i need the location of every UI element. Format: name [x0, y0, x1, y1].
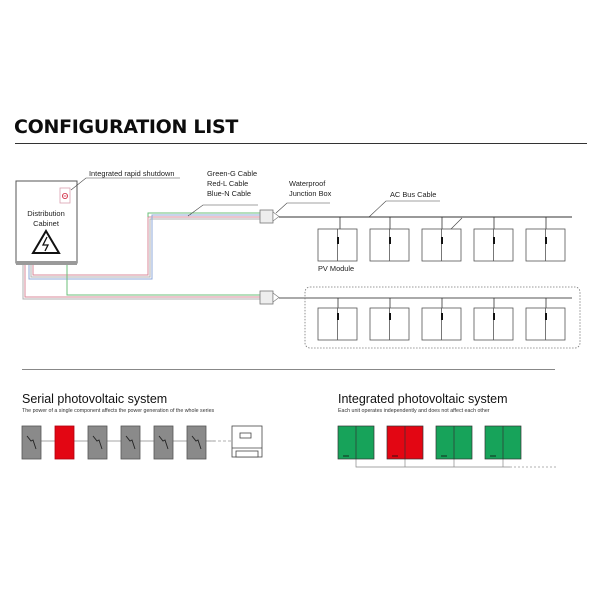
section-divider	[22, 369, 555, 370]
high-voltage-warning-icon	[31, 229, 61, 254]
rapid-shutdown-label: Integrated rapid shutdown	[89, 169, 175, 178]
pv-module-label: PV Module	[318, 264, 355, 273]
junction-box-lower	[259, 290, 280, 305]
rapid-shutdown-device	[59, 187, 71, 204]
pv-row-lower	[317, 298, 566, 341]
integrated-section-title: Integrated photovoltaic system	[338, 392, 508, 406]
serial-panel	[87, 425, 108, 460]
junction-box-upper	[259, 209, 280, 224]
serial-panel	[21, 425, 42, 460]
cable-green-label: Green-G Cable	[207, 169, 258, 178]
distribution-cabinet	[15, 180, 78, 265]
cabinet-label-line1: Distribution	[27, 209, 65, 218]
integrated-system-graphic	[337, 425, 556, 468]
pv-row-upper	[317, 217, 566, 262]
title-divider	[15, 143, 587, 144]
serial-system-graphic	[21, 425, 263, 460]
cable-blue-label: Blue-N Cable	[207, 189, 251, 198]
cable-bundle-upper	[28, 212, 262, 280]
serial-panel	[186, 425, 207, 460]
cable-red-label: Red-L Cable	[207, 179, 249, 188]
serial-section-title: Serial photovoltaic system	[22, 392, 168, 406]
junction-box-label-line1: Waterproof	[289, 179, 326, 188]
serial-panel	[120, 425, 141, 460]
serial-panel	[153, 425, 174, 460]
cable-bundle-lower	[22, 265, 262, 300]
serial-section-subtitle: The power of a single component affects …	[22, 408, 215, 414]
integrated-section-subtitle: Each unit operates independently and doe…	[338, 408, 490, 414]
pv-group-outline	[304, 286, 581, 349]
page-title: CONFIGURATION LIST	[14, 116, 239, 138]
ac-bus-cable-label: AC Bus Cable	[390, 190, 437, 199]
cabinet-label-line2: Cabinet	[33, 219, 59, 228]
inverter-icon	[231, 425, 263, 458]
cabinet-label: Distribution Cabinet	[20, 209, 72, 229]
junction-box-label-line2: Junction Box	[289, 189, 332, 198]
serial-panel-faulty	[54, 425, 75, 460]
